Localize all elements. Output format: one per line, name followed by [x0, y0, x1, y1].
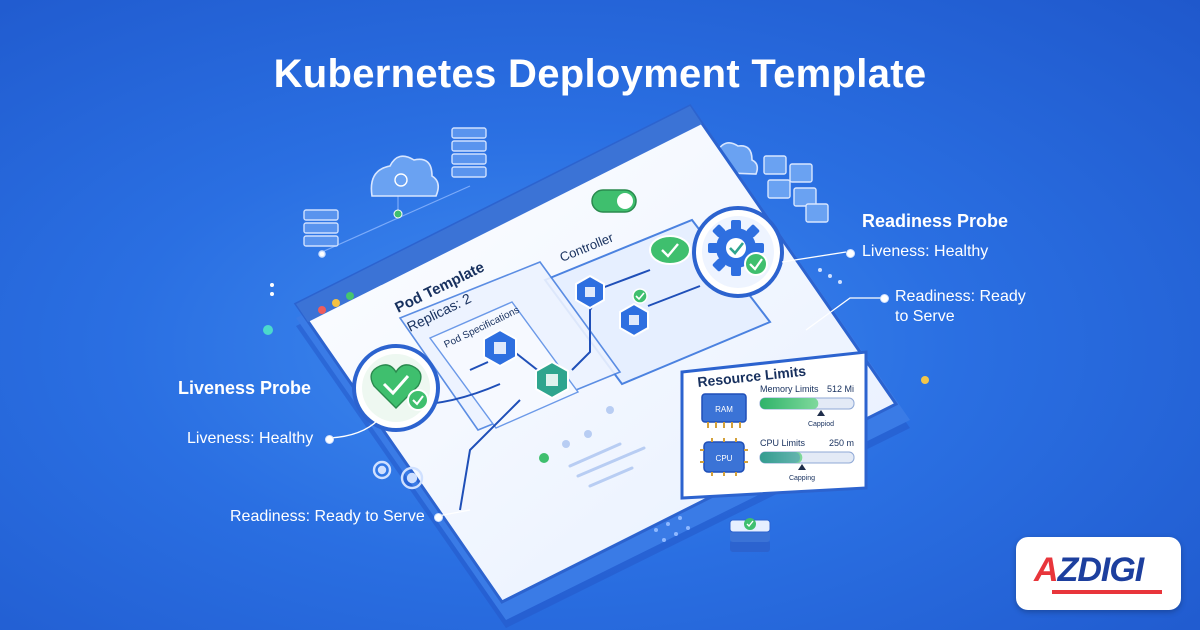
- memory-bar-fill: [760, 398, 819, 409]
- connector-dot: [846, 249, 855, 258]
- pod-node-icon: [483, 328, 517, 368]
- resource-limits-card: [680, 350, 868, 500]
- liveness-probe-heading: Liveness Probe: [178, 378, 312, 398]
- logo-wordmark: AZDIGI: [1034, 551, 1144, 589]
- window-minimize-dot: [332, 299, 340, 307]
- readiness-probe-heading: Readiness Probe: [862, 211, 1009, 231]
- liveness-probe-liveness: Liveness: Healthy: [187, 430, 314, 447]
- label-connectors: [329, 251, 884, 517]
- window-close-dot: [318, 306, 326, 314]
- stacked-tiles-icon: [729, 518, 771, 552]
- cpu-chip-icon: [700, 438, 748, 476]
- connector-dot: [325, 435, 334, 444]
- ram-chip-icon: [701, 393, 747, 428]
- memory-limits-value: 512 Mi: [827, 384, 854, 394]
- readiness-probe-ready-line1: Readiness: Ready: [895, 288, 1026, 305]
- pod-node-icon: [535, 360, 569, 400]
- memory-limits-label: Memory Limits: [760, 384, 819, 394]
- cpu-limits-label: CPU Limits: [760, 438, 806, 448]
- liveness-probe-readiness: Readiness: Ready to Serve: [230, 508, 425, 525]
- readiness-probe-ready-line2: to Serve: [895, 308, 955, 325]
- cpu-cap-note: Capping: [789, 475, 815, 482]
- logo-underline: [1052, 590, 1162, 594]
- connector-dot: [880, 294, 889, 303]
- cloud-icon: [370, 155, 440, 219]
- gear-badge-icon: [692, 206, 784, 298]
- controller-node-icon: [619, 302, 649, 338]
- check-icon: [632, 288, 648, 304]
- toggle-switch: [591, 189, 637, 213]
- gears-icon: [372, 460, 424, 490]
- check-icon: [649, 235, 691, 265]
- page-title: Kubernetes Deployment Template: [273, 52, 927, 96]
- cpu-chip-label: CPU: [716, 454, 733, 463]
- connector-dot: [434, 513, 443, 522]
- readiness-probe-liveness: Liveness: Healthy: [862, 243, 989, 260]
- window-decor: [539, 406, 690, 542]
- window-maximize-dot: [346, 292, 354, 300]
- controller-node-icon: [575, 274, 605, 310]
- memory-cap-note: Cappiod: [808, 421, 834, 428]
- memory-cap-marker: [817, 410, 825, 416]
- ram-chip-label: RAM: [715, 405, 733, 414]
- cpu-cap-marker: [798, 464, 806, 470]
- storage-blocks-icon: [763, 155, 829, 223]
- cpu-bar-fill: [760, 452, 803, 463]
- cpu-limits-value: 250 m: [829, 438, 854, 448]
- heart-badge-icon: [352, 344, 440, 432]
- brand-logo: AZDIGI: [1016, 537, 1181, 610]
- server-rack-icon: [451, 127, 487, 178]
- server-rack-icon: [303, 209, 339, 258]
